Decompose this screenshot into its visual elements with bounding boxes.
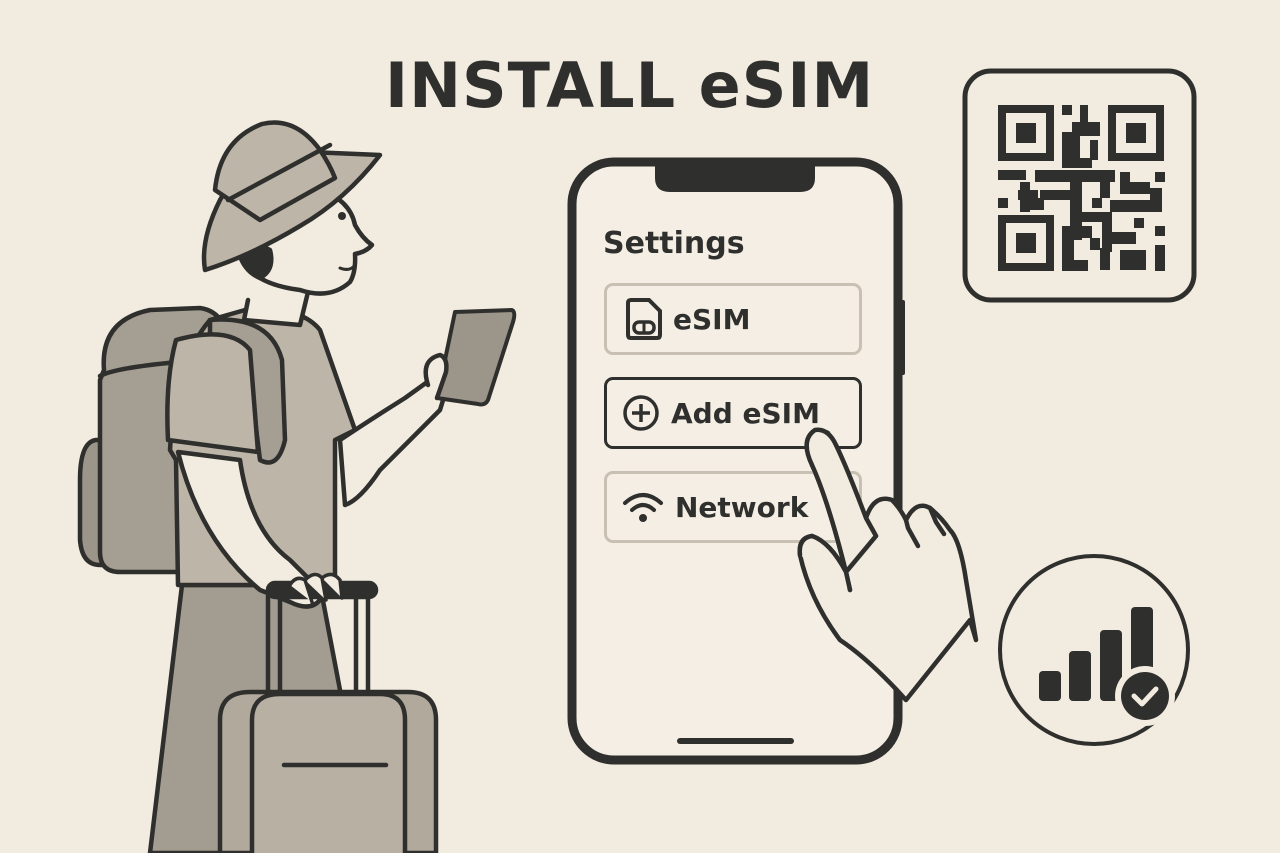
settings-item-esim[interactable]: eSIM — [604, 283, 862, 355]
home-indicator — [677, 738, 794, 744]
qr-code-icon — [962, 68, 1197, 303]
traveler-figure — [77, 120, 517, 853]
sim-card-icon — [625, 297, 663, 341]
side-button — [898, 300, 905, 375]
settings-heading: Settings — [603, 226, 745, 261]
wifi-icon — [621, 489, 665, 525]
smartphone — [567, 157, 905, 765]
plus-circle-icon — [621, 393, 661, 433]
notch — [655, 162, 815, 192]
settings-item-label: Network — [675, 490, 809, 524]
signal-check-icon — [998, 554, 1190, 746]
page-title: INSTALL eSIM — [385, 49, 875, 122]
settings-item-add-esim[interactable]: Add eSIM — [604, 377, 862, 449]
settings-item-label: Add eSIM — [671, 396, 820, 430]
settings-item-network[interactable]: Network — [604, 471, 862, 543]
settings-item-label: eSIM — [673, 302, 751, 336]
